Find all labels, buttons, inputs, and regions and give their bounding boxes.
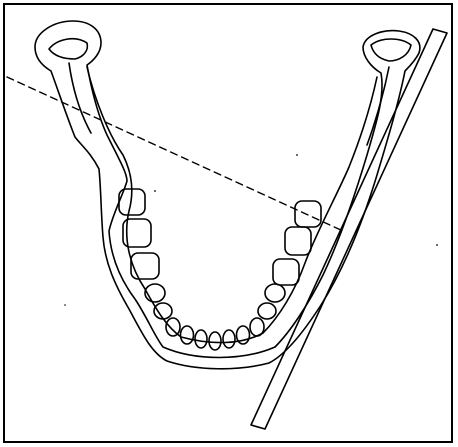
left-ramus-line bbox=[69, 63, 91, 133]
tooth bbox=[285, 227, 311, 255]
tooth bbox=[181, 326, 194, 344]
speck bbox=[436, 244, 438, 246]
speck bbox=[154, 190, 156, 192]
tooth bbox=[237, 326, 250, 344]
speck bbox=[296, 154, 298, 156]
tooth bbox=[154, 303, 172, 319]
figure-frame bbox=[3, 3, 453, 443]
tooth bbox=[258, 303, 276, 319]
tooth bbox=[265, 284, 285, 302]
tooth bbox=[209, 332, 221, 350]
mandible-drawing bbox=[5, 5, 451, 441]
speck bbox=[64, 304, 66, 306]
tooth bbox=[273, 259, 299, 285]
right-condyle-detail bbox=[371, 39, 411, 61]
tooth bbox=[166, 318, 180, 336]
left-condyle-detail bbox=[49, 39, 87, 59]
tooth bbox=[295, 201, 321, 227]
ruler-straight-edge bbox=[251, 29, 447, 429]
tooth bbox=[250, 318, 264, 336]
tooth bbox=[131, 253, 159, 279]
tooth bbox=[195, 330, 207, 348]
inner-contour bbox=[87, 67, 377, 343]
mandible-outline bbox=[35, 21, 420, 369]
tooth bbox=[223, 330, 235, 348]
reference-dashed-line bbox=[7, 77, 343, 231]
